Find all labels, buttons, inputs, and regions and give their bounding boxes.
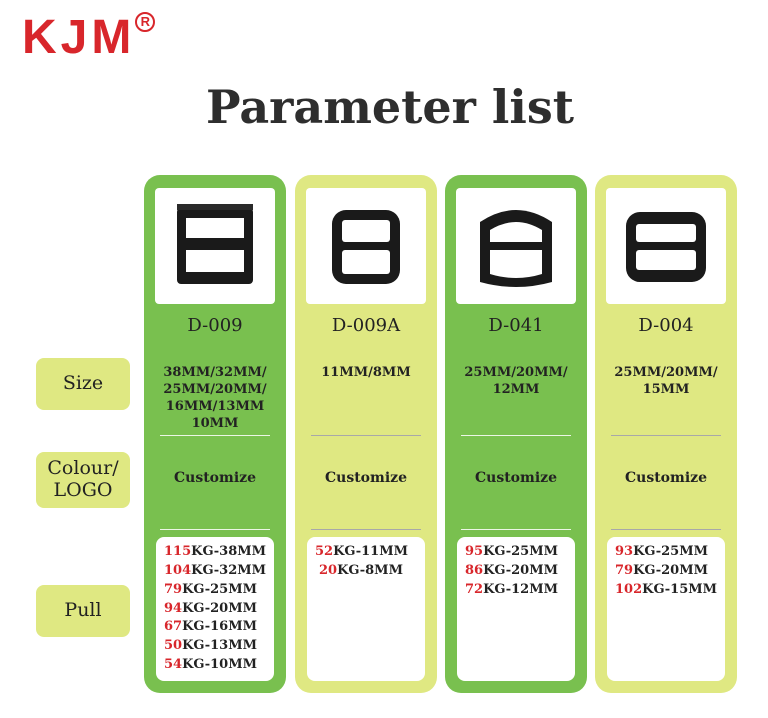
divider: [611, 435, 721, 436]
product-model: D-004: [638, 315, 694, 336]
product-size: 25MM/20MM/ 15MM: [595, 365, 737, 399]
size-line: 25MM/20MM/: [163, 381, 267, 397]
size-line: 38MM/32MM/: [163, 365, 267, 380]
pull-item: 104KG-32MM: [164, 562, 267, 578]
buckle-rounded-icon: [332, 210, 400, 284]
product-model: D-009: [187, 315, 243, 336]
divider: [160, 435, 270, 436]
divider: [160, 529, 270, 530]
pull-item: 115KG-38MM: [164, 544, 267, 559]
pull-item: 54KG-10MM: [164, 657, 258, 673]
product-size: 11MM/8MM: [295, 365, 437, 382]
product-column: D-004 25MM/20MM/ 15MM Customize 93KG-25M…: [595, 175, 737, 693]
pull-item: 79KG-20MM: [615, 562, 709, 578]
size-line: 11MM/8MM: [321, 365, 411, 380]
divider: [611, 529, 721, 530]
pull-item: 72KG-12MM: [465, 581, 559, 597]
product-column: D-009A 11MM/8MM Customize 52KG-11MM 20KG…: [295, 175, 437, 693]
product-colour: Customize: [625, 470, 707, 486]
divider: [461, 435, 571, 436]
pull-item: 94KG-20MM: [164, 600, 258, 616]
size-line: 25MM/20MM/: [464, 365, 568, 380]
product-colour: Customize: [174, 470, 256, 486]
row-label-colour-line2: LOGO: [53, 479, 113, 501]
buckle-wide-icon: [626, 212, 706, 282]
pull-item: 79KG-25MM: [164, 581, 258, 597]
pull-item: 50KG-13MM: [164, 638, 258, 654]
pull-item: 52KG-11MM: [315, 544, 409, 559]
product-image: [306, 188, 426, 304]
pull-item: 67KG-16MM: [164, 619, 258, 635]
row-label-colour-line1: Colour/: [47, 457, 119, 480]
size-line: 25MM/20MM/: [614, 365, 718, 380]
size-line: 10MM: [191, 415, 239, 431]
pull-item: 20KG-8MM: [319, 562, 403, 578]
brand-name: KJM: [22, 11, 136, 64]
product-column: D-041 25MM/20MM/ 12MM Customize 95KG-25M…: [445, 175, 587, 693]
product-model: D-009A: [331, 315, 401, 336]
product-colour: Customize: [475, 470, 557, 486]
size-line: 16MM/13MM: [165, 398, 265, 414]
pull-list: 115KG-38MM 104KG-32MM 79KG-25MM 94KG-20M…: [156, 537, 274, 681]
product-column: D-009 38MM/32MM/ 25MM/20MM/ 16MM/13MM 10…: [144, 175, 286, 693]
pull-list: 93KG-25MM 79KG-20MM 102KG-15MM: [607, 537, 725, 681]
buckle-square-icon: [177, 204, 253, 284]
product-image: [155, 188, 275, 304]
pull-list: 95KG-25MM 86KG-20MM 72KG-12MM: [457, 537, 575, 681]
divider: [311, 435, 421, 436]
product-size: 38MM/32MM/ 25MM/20MM/ 16MM/13MM 10MM: [144, 365, 286, 433]
pull-item: 95KG-25MM: [465, 544, 559, 559]
divider: [461, 529, 571, 530]
product-image: [456, 188, 576, 304]
row-label-pull: Pull: [36, 585, 130, 637]
pull-item: 102KG-15MM: [615, 581, 718, 597]
pull-item: 86KG-20MM: [465, 562, 559, 578]
product-model: D-041: [488, 315, 544, 336]
row-label-size: Size: [36, 358, 130, 410]
size-line: 15MM: [642, 381, 690, 397]
row-label-colour: Colour/LOGO: [36, 452, 130, 508]
product-image: [606, 188, 726, 304]
page-title: Parameter list: [206, 80, 574, 134]
pull-list: 52KG-11MM 20KG-8MM: [307, 537, 425, 681]
registered-mark-icon: R: [135, 12, 156, 32]
size-line: 12MM: [492, 381, 540, 397]
product-size: 25MM/20MM/ 12MM: [445, 365, 587, 399]
buckle-curved-icon: [480, 210, 552, 287]
pull-item: 93KG-25MM: [615, 544, 709, 559]
product-colour: Customize: [325, 470, 407, 486]
divider: [311, 529, 421, 530]
